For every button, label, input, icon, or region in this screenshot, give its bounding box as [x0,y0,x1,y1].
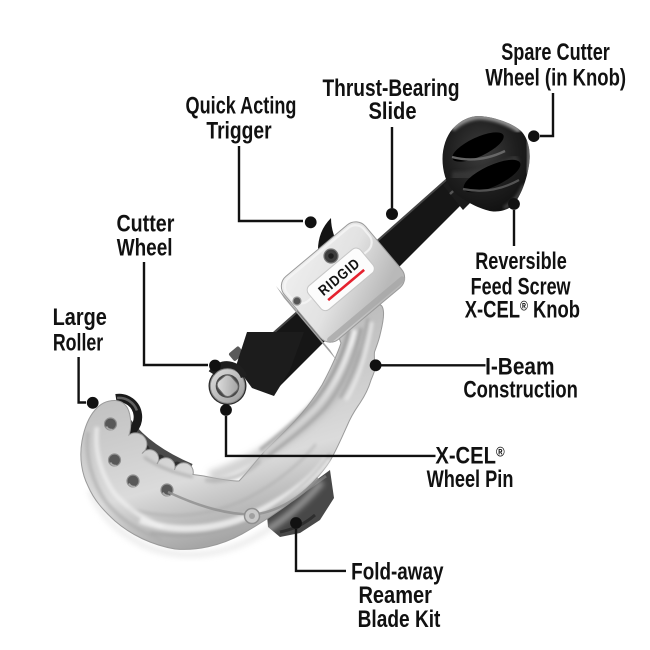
svg-text:Slide: Slide [368,97,416,124]
svg-text:Feed Screw: Feed Screw [471,274,571,300]
svg-text:I-Beam: I-Beam [485,353,554,380]
svg-text:Roller: Roller [53,330,103,356]
svg-text:Construction: Construction [463,376,577,403]
svg-text:Reversible: Reversible [475,247,567,274]
svg-text:Wheel: Wheel [117,233,173,261]
svg-text:Thrust-Bearing: Thrust-Bearing [322,74,459,102]
svg-text:Reamer: Reamer [358,581,432,608]
svg-text:Blade Kit: Blade Kit [358,605,441,633]
svg-text:X-CEL®: X-CEL® [435,442,505,469]
svg-text:Wheel (in Knob): Wheel (in Knob) [485,64,626,91]
svg-text:Quick Acting: Quick Acting [186,92,297,119]
svg-text:Fold-away: Fold-away [351,557,443,585]
svg-text:Cutter: Cutter [116,210,174,237]
svg-text:Trigger: Trigger [206,117,272,145]
svg-text:Wheel Pin: Wheel Pin [427,466,514,493]
svg-text:Large: Large [53,303,107,330]
svg-text:Spare Cutter: Spare Cutter [501,38,610,65]
